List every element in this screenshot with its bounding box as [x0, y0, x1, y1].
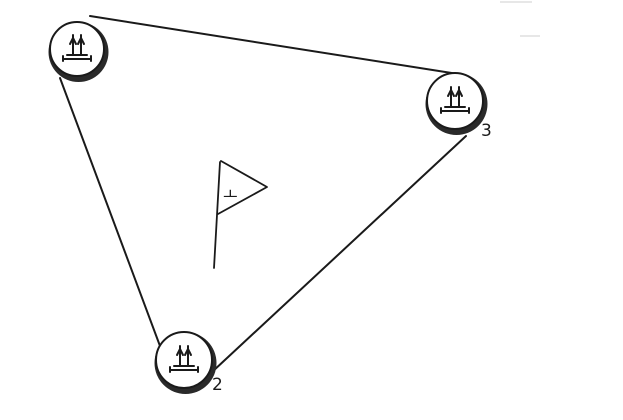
edges — [59, 15, 467, 373]
flag-pole — [213, 161, 221, 269]
edge-top-left-to-bottom — [59, 77, 161, 347]
node-label-bottom: 2 — [212, 375, 223, 395]
node-top-left — [48, 21, 109, 82]
node-bottom — [154, 331, 217, 394]
flag-banner — [217, 160, 268, 215]
seal-icon — [440, 86, 470, 114]
flag-label: ㅗ — [223, 185, 238, 204]
edge-right-to-bottom — [211, 135, 467, 373]
node-right — [425, 72, 488, 135]
edge-top-left-to-right — [89, 15, 459, 75]
flag: ㅗ — [213, 160, 268, 269]
seal-icon — [169, 345, 199, 373]
node-label-right: 3 — [481, 121, 492, 141]
seal-icon — [62, 34, 92, 62]
